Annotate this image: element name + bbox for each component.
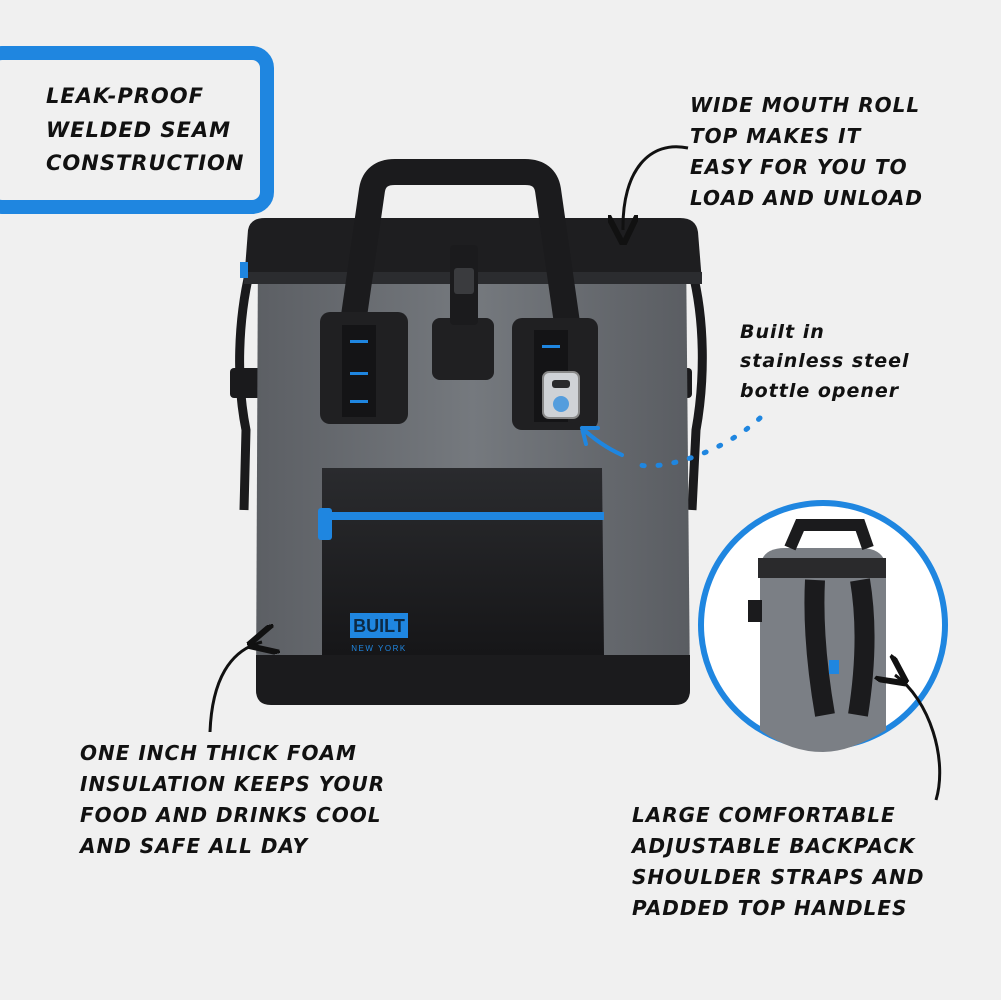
arrow-to-roll-top [623,145,689,230]
brand-logo: BUILT NEW YORK [350,613,408,653]
cooler-bag-main: BUILT NEW YORK [230,159,707,705]
callout-line: Construction [46,151,245,176]
dotted-arrow-to-opener [637,415,763,469]
arrow-head-to-opener [580,426,624,457]
callout-line: One Inch Thick Foam [80,741,357,765]
bottle-opener [542,371,580,419]
callout-bottle-opener: Built in stainless steel bottle opener [740,318,910,406]
callout-line: Leak-Proof [46,84,204,108]
brand-logo-text: BUILT [353,616,405,636]
callout-line: Easy For You To [690,155,908,179]
callout-line: Shoulder Straps And [632,865,925,889]
callout-line: stainless steel [740,350,910,373]
callout-line: Large Comfortable [632,803,896,827]
callout-line: Food And Drinks Cool [80,803,382,827]
callout-line: bottle opener [740,379,900,402]
callout-line: Adjustable Backpack [632,834,916,858]
feature-badge-frame [0,46,274,214]
arrow-to-foam [208,642,262,733]
callout-foam-insulation: One Inch Thick Foam insulation Keeps You… [80,738,385,862]
backpack-inset [698,500,948,752]
brand-logo-subtext: NEW YORK [351,644,406,653]
callout-line: Padded Top Handles [632,896,908,920]
callout-wide-mouth: Wide Mouth Roll Top Makes It Easy For Yo… [690,90,923,214]
callout-line: Welded Seam [46,117,232,142]
callout-line: And Safe All Day [80,834,309,858]
callout-line: Top Makes It [690,124,862,148]
arrow-to-straps [895,675,942,801]
callout-backpack-straps: Large Comfortable Adjustable Backpack Sh… [632,800,925,924]
callout-line: Built in [740,321,825,343]
callout-leak-proof: Leak-Proof Welded Seam Construction [46,80,245,181]
callout-line: insulation Keeps Your [80,772,386,796]
callout-line: Wide Mouth Roll [690,93,921,117]
callout-line: Load And Unload [690,186,923,210]
front-pocket [318,468,604,655]
